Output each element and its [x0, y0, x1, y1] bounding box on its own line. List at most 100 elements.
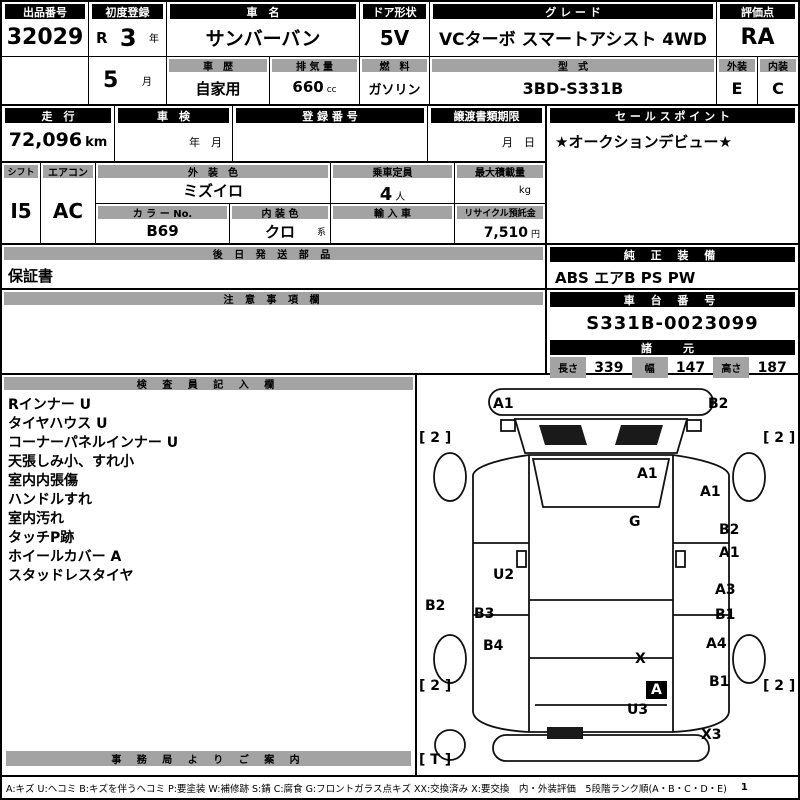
year-suffix: 年: [148, 34, 159, 45]
transfer-deadline-cell: 譲渡書類期限 月 日: [428, 106, 545, 161]
damage-mark: B2: [719, 522, 740, 538]
reg-month: 5: [103, 68, 119, 93]
history-label: 車 歴: [169, 59, 267, 73]
interior-grade-value: C: [772, 78, 784, 98]
damage-mark: A1: [637, 466, 658, 482]
exterior-color-value: ミズイロ: [182, 182, 243, 200]
damage-mark: [ T ]: [419, 752, 452, 768]
lot-label: 出品番号: [5, 4, 85, 19]
lot-number: 32029: [6, 25, 84, 50]
import-value: [331, 219, 454, 243]
inspection-notes: Rインナー U タイヤハウス U コーナーパネルインナー U 天張しみ小、すれ小室内内…: [8, 396, 411, 745]
first-registration-cell: 初度登録 R 3 年: [89, 2, 167, 57]
inspection-note: Rインナー U: [8, 397, 92, 413]
car-name-cell: 車 名 サンバーバン: [167, 2, 360, 57]
color-no-value: B69: [146, 222, 179, 240]
damage-mark: B1: [715, 607, 736, 623]
car-name: サンバーバン: [205, 28, 321, 50]
transfer-deadline-label: 譲渡書類期限: [431, 108, 542, 123]
model-code-label: 型 式: [432, 59, 714, 73]
sales-point-label: セ ー ル ス ポ イ ン ト: [550, 108, 795, 123]
damage-mark: X: [635, 651, 646, 667]
interior-grade-cell: 内装 C: [758, 57, 798, 104]
damage-mark: [ 2 ]: [419, 678, 452, 694]
first-registration-month: 5 月: [89, 57, 166, 104]
inspection-note: 室内汚れ: [8, 511, 64, 527]
fuel-value: ガソリン: [368, 82, 421, 98]
recycle-deposit-cell: リサイクル預託金 7,510 円: [455, 204, 545, 243]
inspection-expiry-value: 年 月: [189, 136, 222, 149]
score-label: 評価点: [720, 4, 795, 19]
month-suffix: 月: [142, 77, 152, 88]
damage-mark: A3: [715, 582, 736, 598]
equipment-section: 純 正 装 備 ABS エアB PS PW: [545, 245, 798, 290]
notice-section: 注 意 事 項 欄: [2, 290, 545, 375]
sales-point-value: ★オークションデビュー★: [555, 133, 732, 151]
exterior-color-label: 外 装 色: [98, 165, 328, 179]
windshield: [531, 458, 671, 508]
damage-mark: G: [629, 514, 641, 530]
history-cell: 車 歴 自家用: [167, 57, 270, 104]
license-plate: [547, 727, 583, 739]
interior-color-suffix: 系: [316, 228, 326, 238]
transfer-deadline-value: 月 日: [502, 136, 535, 149]
van-diagram-svg: [433, 388, 766, 762]
recycle-deposit-label: リサイクル預託金: [457, 206, 543, 219]
left-door-handle: [516, 550, 527, 568]
inspection-expiry-cell: 車 検 年 月: [115, 106, 233, 161]
interior-color-value: クロ: [264, 222, 295, 241]
damage-mark: B1: [709, 674, 730, 690]
lot-empty-cell: [2, 57, 89, 104]
damage-mark: B2: [708, 396, 729, 412]
page-number: 1: [740, 782, 748, 793]
later-parts-value: 保証書: [8, 267, 54, 285]
exterior-grade-cell: 外装 E: [717, 57, 758, 104]
capacity-cell: 乗車定員 4 人: [331, 163, 455, 205]
inspection-note: 室内内張傷: [8, 473, 78, 489]
displacement-cell: 排 気 量 660 cc: [270, 57, 360, 104]
inspection-note: タイヤハウス U: [8, 416, 108, 432]
reg-year: 3: [119, 23, 137, 52]
damage-mark: [ 2 ]: [763, 678, 796, 694]
history-value: 自家用: [195, 79, 241, 98]
spec-section: シフト I5 エアコン AC 外 装 色 ミズイロ 乗車定員 4 人 最大積載量…: [2, 163, 545, 245]
inspection-note: 天張しみ小、すれ小: [8, 454, 134, 470]
dimensions-label: 諸 元: [550, 340, 795, 355]
first-registration-month-cell: 5 月: [89, 57, 167, 104]
equipment-label: 純 正 装 備: [550, 247, 795, 262]
inspection-note: コーナーパネルインナー U: [8, 435, 179, 451]
rear-right-wheel: [732, 634, 766, 684]
inspection-note: ホイールカバー A: [8, 549, 122, 565]
door-shape-cell: ドア形状 5V: [360, 2, 430, 57]
grade-value: VCターボ スマートアシスト 4WD: [439, 30, 707, 50]
damage-mark: B2: [425, 598, 446, 614]
shift-value: I5: [10, 198, 32, 223]
damage-mark: A4: [706, 636, 727, 652]
color-no-label: カ ラ ー No.: [98, 206, 227, 220]
interior-grade-label: 内装: [760, 59, 796, 73]
dimension-label: 長さ: [550, 357, 586, 378]
door-shape-label: ドア形状: [363, 4, 426, 19]
chassis-number-label: 車 台 番 号: [550, 292, 795, 307]
recycle-deposit-value: 7,510 円: [455, 219, 545, 243]
inspector-title: 検 査 員 記 入 欄: [4, 377, 413, 391]
front-panel: [513, 418, 689, 454]
car-name-label: 車 名: [170, 4, 356, 19]
interior-color-cell: 内 装 色 クロ 系: [230, 204, 331, 243]
mileage-section: 走 行 72,096 km 車 検 年 月 登 録 番 号 譲渡書類期限 月 日: [2, 106, 545, 163]
interior-color-label: 内 装 色: [232, 206, 328, 220]
spare-tire: [434, 729, 466, 761]
headlight-left: [500, 419, 516, 432]
grade-label: グ レ ー ド: [433, 4, 713, 19]
max-load-label: 最大積載量: [457, 165, 543, 179]
damage-mark: A1: [493, 396, 514, 412]
dimension-value: 147: [675, 359, 706, 376]
score-cell: 評価点 RA: [717, 2, 798, 57]
import-cell: 輸 入 車: [331, 204, 455, 243]
front-vent-right: [615, 425, 663, 445]
